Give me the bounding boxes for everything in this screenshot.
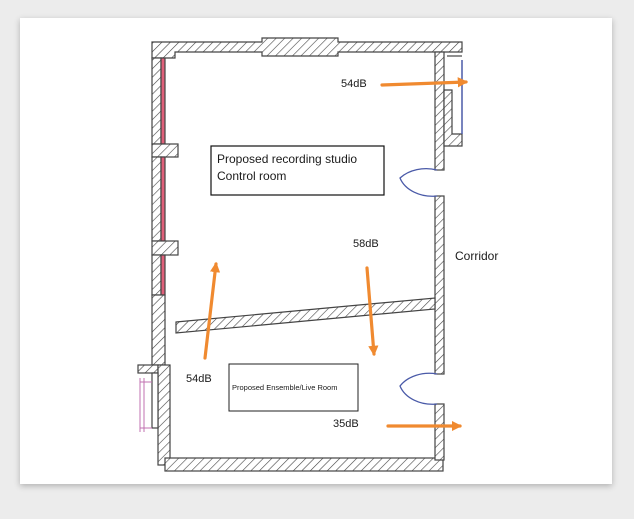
control-room-label-box: Proposed recording studio Control room: [210, 145, 385, 196]
sound-level-bottom-right: 35dB: [333, 418, 359, 430]
control-room-label-line2: Control room: [217, 169, 286, 183]
wall-partition: [175, 297, 436, 334]
adjacent-window: [139, 378, 152, 432]
wall-top: [151, 37, 463, 59]
wall-left-lower: [137, 364, 171, 466]
arrow-left-up: [203, 261, 221, 360]
live-room-label-box: Proposed Ensemble/Live Room: [228, 363, 359, 412]
arrow-middle-down: [365, 266, 379, 357]
live-room-label: Proposed Ensemble/Live Room: [232, 383, 337, 392]
sound-level-middle: 58dB: [353, 238, 379, 250]
sound-level-left-lower: 54dB: [186, 373, 212, 385]
wall-bottom: [164, 457, 444, 472]
arrow-top-right: [380, 77, 469, 88]
sound-level-top-right: 54dB: [341, 78, 367, 90]
wall-right: [434, 51, 463, 461]
wall-left-upper: [151, 57, 179, 366]
door-live-room: [399, 372, 438, 405]
door-control-room: [399, 168, 438, 197]
sound-arrows: [203, 77, 469, 432]
corridor-label: Corridor: [455, 249, 498, 263]
control-room-label-line1: Proposed recording studio: [217, 152, 357, 166]
